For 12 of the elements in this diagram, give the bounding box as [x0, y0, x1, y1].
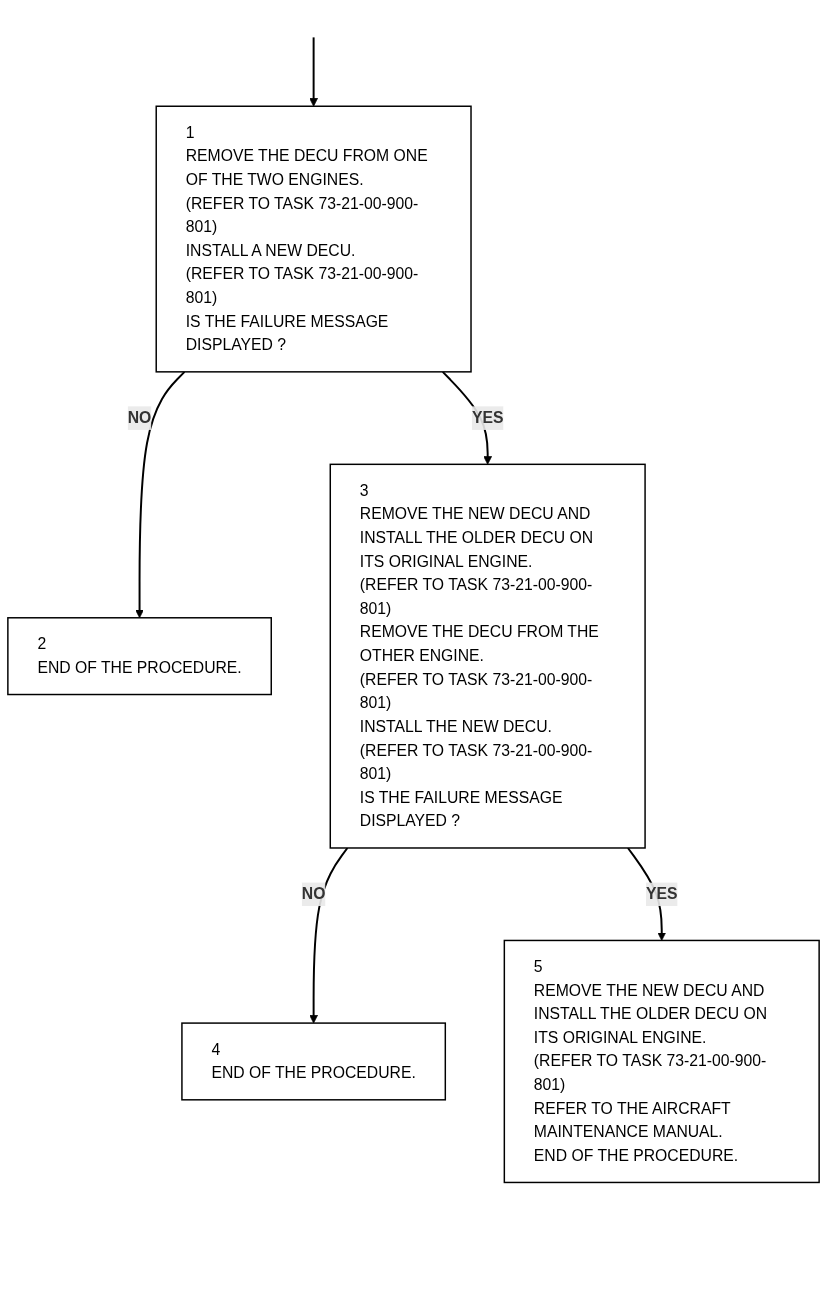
node-box: 5 REMOVE THE NEW DECU AND INSTALL THE OLDER DECU ON ITS ORIGINAL ENGINE. (REFER TO TASK 73-21-00-900-801) REFER TO THE AIRCRAFT MAINTENANCE MANUAL. END OF THE PROCEDURE. — [503, 939, 820, 1184]
edge-label: NO — [127, 409, 152, 426]
node-box: 2 END OF THE PROCEDURE. — [7, 617, 272, 696]
edge-label: YES — [645, 885, 678, 903]
arrow — [309, 847, 349, 1024]
arrow — [309, 36, 318, 107]
edge-label: YES — [471, 409, 504, 426]
node-box: 3 REMOVE THE NEW DECU AND INSTALL THE OLDER DECU ON ITS ORIGINAL ENGINE. (REFER TO TASK 73-21-00-900-801) REMOVE THE DECU FROM THE OTHER ENGINE. (REFER TO TASK 73-21-00-900-801) INSTALL THE NEW DECU. (REFER TO TASK 73-21-00-900-801) IS THE FAILURE MESSAGE DISPLAYED ? — [329, 463, 646, 849]
edge-label: NO — [301, 885, 326, 903]
arrow — [135, 370, 186, 619]
node-box: 1 REMOVE THE DECU FROM ONE OF THE TWO ENGINES. (REFER TO TASK 73-21-00-900-801) INSTALL A NEW DECU. (REFER TO TASK 73-21-00-900-801) IS THE FAILURE MESSAGE DISPLAYED ? — [155, 105, 472, 373]
node-box: 4 END OF THE PROCEDURE. — [181, 1022, 447, 1101]
